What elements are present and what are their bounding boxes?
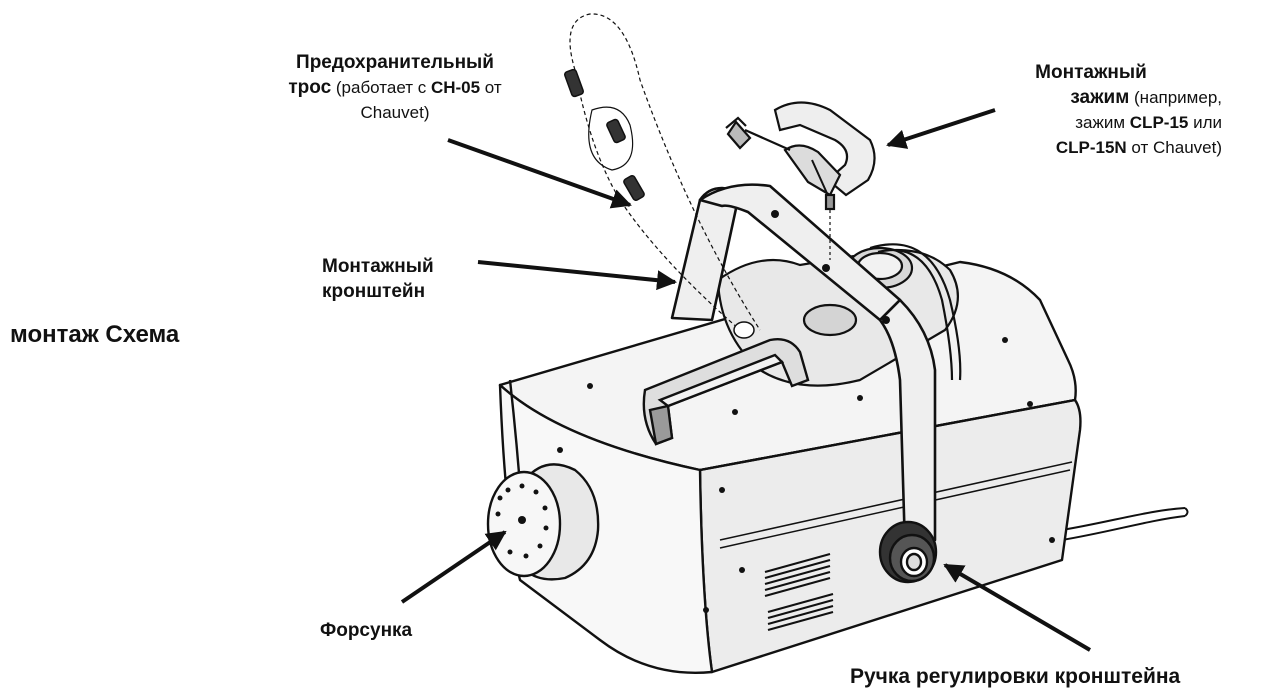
label-mounting-clamp: Монтажный зажим (например, зажим CLP-15 … (960, 60, 1222, 160)
label-safety-cable-model: CH-05 (430, 78, 481, 97)
label-mounting-clamp-note: (например, (1129, 88, 1222, 107)
label-mounting-bracket-line1: Монтажный (322, 256, 434, 277)
page-title: монтаж Схема (10, 321, 180, 348)
safety-cable-drawing (569, 13, 761, 331)
arrow-mounting-clamp (886, 108, 996, 149)
arrow-nozzle (400, 530, 507, 604)
u-bracket (670, 183, 937, 550)
label-safety-cable-from: от (480, 78, 502, 97)
label-mounting-bracket: Монтажный кронштейн (322, 254, 434, 304)
bracket-holes (771, 210, 890, 324)
label-mounting-bracket-line2: кронштейн (322, 281, 426, 302)
label-mounting-clamp-brand: от Chauvet) (1126, 138, 1222, 157)
label-mounting-clamp-line1: Монтажный (1035, 62, 1147, 83)
mounting-clamp-drawing (725, 101, 876, 260)
safety-cable-clips (564, 68, 755, 339)
label-mounting-clamp-model1: CLP-15 (1129, 113, 1189, 132)
label-safety-cable-word: трос (288, 77, 332, 98)
label-safety-cable-note: (работает с (331, 78, 431, 97)
label-safety-cable-line1: Предохранительный (296, 52, 494, 73)
arrow-safety-cable (447, 138, 632, 209)
carry-handle (642, 338, 810, 446)
pointer-arrows (400, 108, 1092, 652)
label-mounting-clamp-model2: CLP-15N (1055, 138, 1127, 157)
label-mounting-clamp-word: зажим (1070, 87, 1130, 108)
housing-screws (557, 337, 1055, 613)
arrow-bracket-knob (943, 563, 1092, 652)
label-mounting-clamp-prefix: зажим (1075, 113, 1130, 132)
nozzle-drawing (486, 463, 600, 581)
label-safety-cable-brand: Chauvet) (360, 103, 430, 122)
bracket-adjust-knob (878, 520, 938, 584)
label-bracket-knob-text: Ручка регулировки кронштейна (850, 665, 1181, 688)
label-safety-cable: Предохранительный трос (работает с CH-05… (240, 50, 550, 125)
power-cord (1061, 507, 1189, 541)
label-mounting-clamp-or: или (1188, 113, 1222, 132)
label-nozzle-text: Форсунка (320, 620, 413, 641)
arrow-mounting-bracket (477, 260, 677, 291)
fluid-hose (869, 243, 962, 381)
vent-slots (764, 552, 834, 632)
label-bracket-knob: Ручка регулировки кронштейна (850, 664, 1180, 689)
label-nozzle: Форсунка (320, 618, 412, 643)
